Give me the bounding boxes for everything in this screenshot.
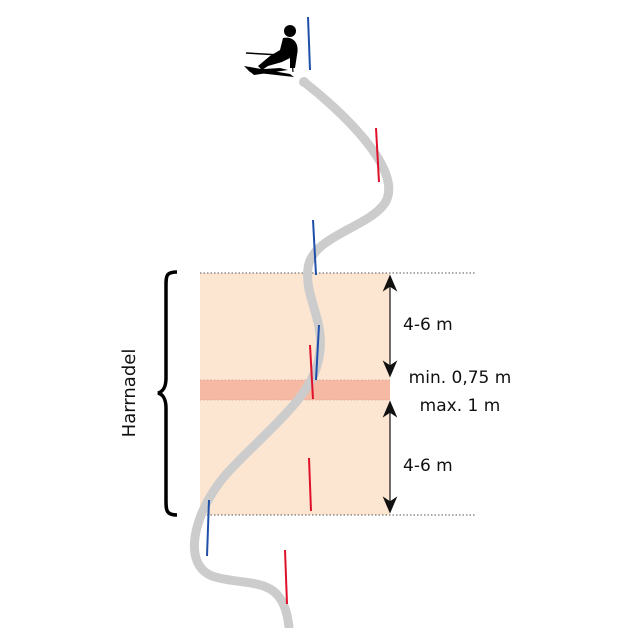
skier-icon [244,25,298,77]
blue-gate [315,324,320,381]
hairpin-gap-zone [200,380,390,400]
red-gate [309,344,314,400]
lower-distance-arrow [382,400,398,514]
red-gate [284,549,288,605]
brace-label: Harrnadel [119,349,140,438]
track-start-dot [299,77,309,87]
blue-gate [206,499,210,557]
red-gate [375,127,380,183]
hairpin-zone-lower [200,400,390,515]
ski-track [189,77,394,628]
upper-distance-label: 4-6 m [403,315,453,335]
red-gate [308,457,312,512]
blue-gate [312,219,317,276]
gap-max-label: max. 1 m [420,396,501,416]
blue-gate [307,16,311,71]
lower-distance-label: 4-6 m [403,456,453,476]
hairpin-zone-upper [200,273,390,380]
harrnadel-brace [157,270,178,517]
gap-min-label: min. 0,75 m [409,368,512,388]
upper-distance-arrow [382,274,398,378]
